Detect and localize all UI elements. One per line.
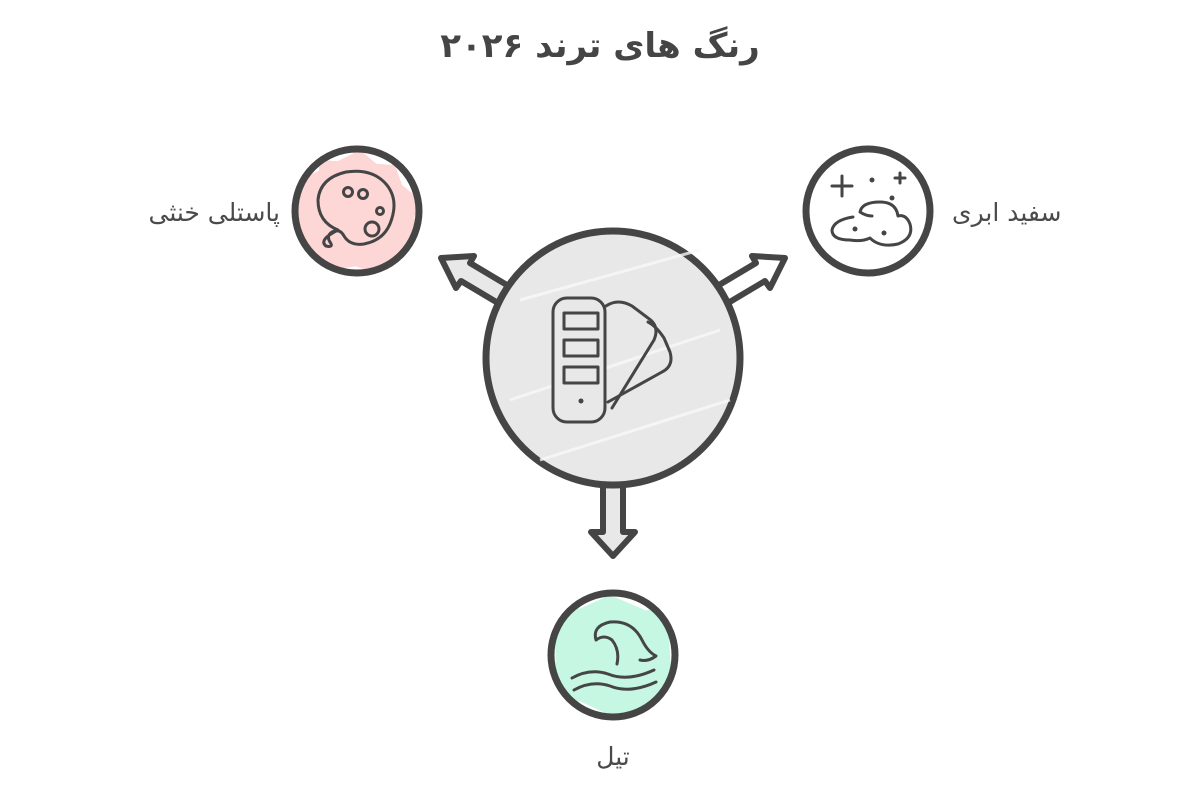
cloud-sparkle-icon <box>830 171 913 247</box>
node-teal[interactable] <box>547 589 680 721</box>
center-node <box>482 227 744 489</box>
node-pastel[interactable] <box>291 145 423 277</box>
paint-palette-icon <box>316 169 396 248</box>
node-circle <box>547 589 679 721</box>
node-label-teal: تیل <box>596 742 630 771</box>
node-circle <box>291 145 423 277</box>
arrow-to-teal <box>588 481 638 559</box>
node-circle <box>802 145 934 277</box>
wave-icon <box>570 620 658 692</box>
node-cloud-white[interactable] <box>802 145 934 277</box>
node-label-cloud-white: سفید ابری <box>952 198 1062 227</box>
color-swatch-fan-icon <box>551 296 673 424</box>
node-label-pastel: پاستلی خنثی <box>148 198 280 227</box>
center-circle <box>482 227 744 489</box>
diagram-title: رنگ های ترند ۲۰۲۶ <box>440 26 760 66</box>
